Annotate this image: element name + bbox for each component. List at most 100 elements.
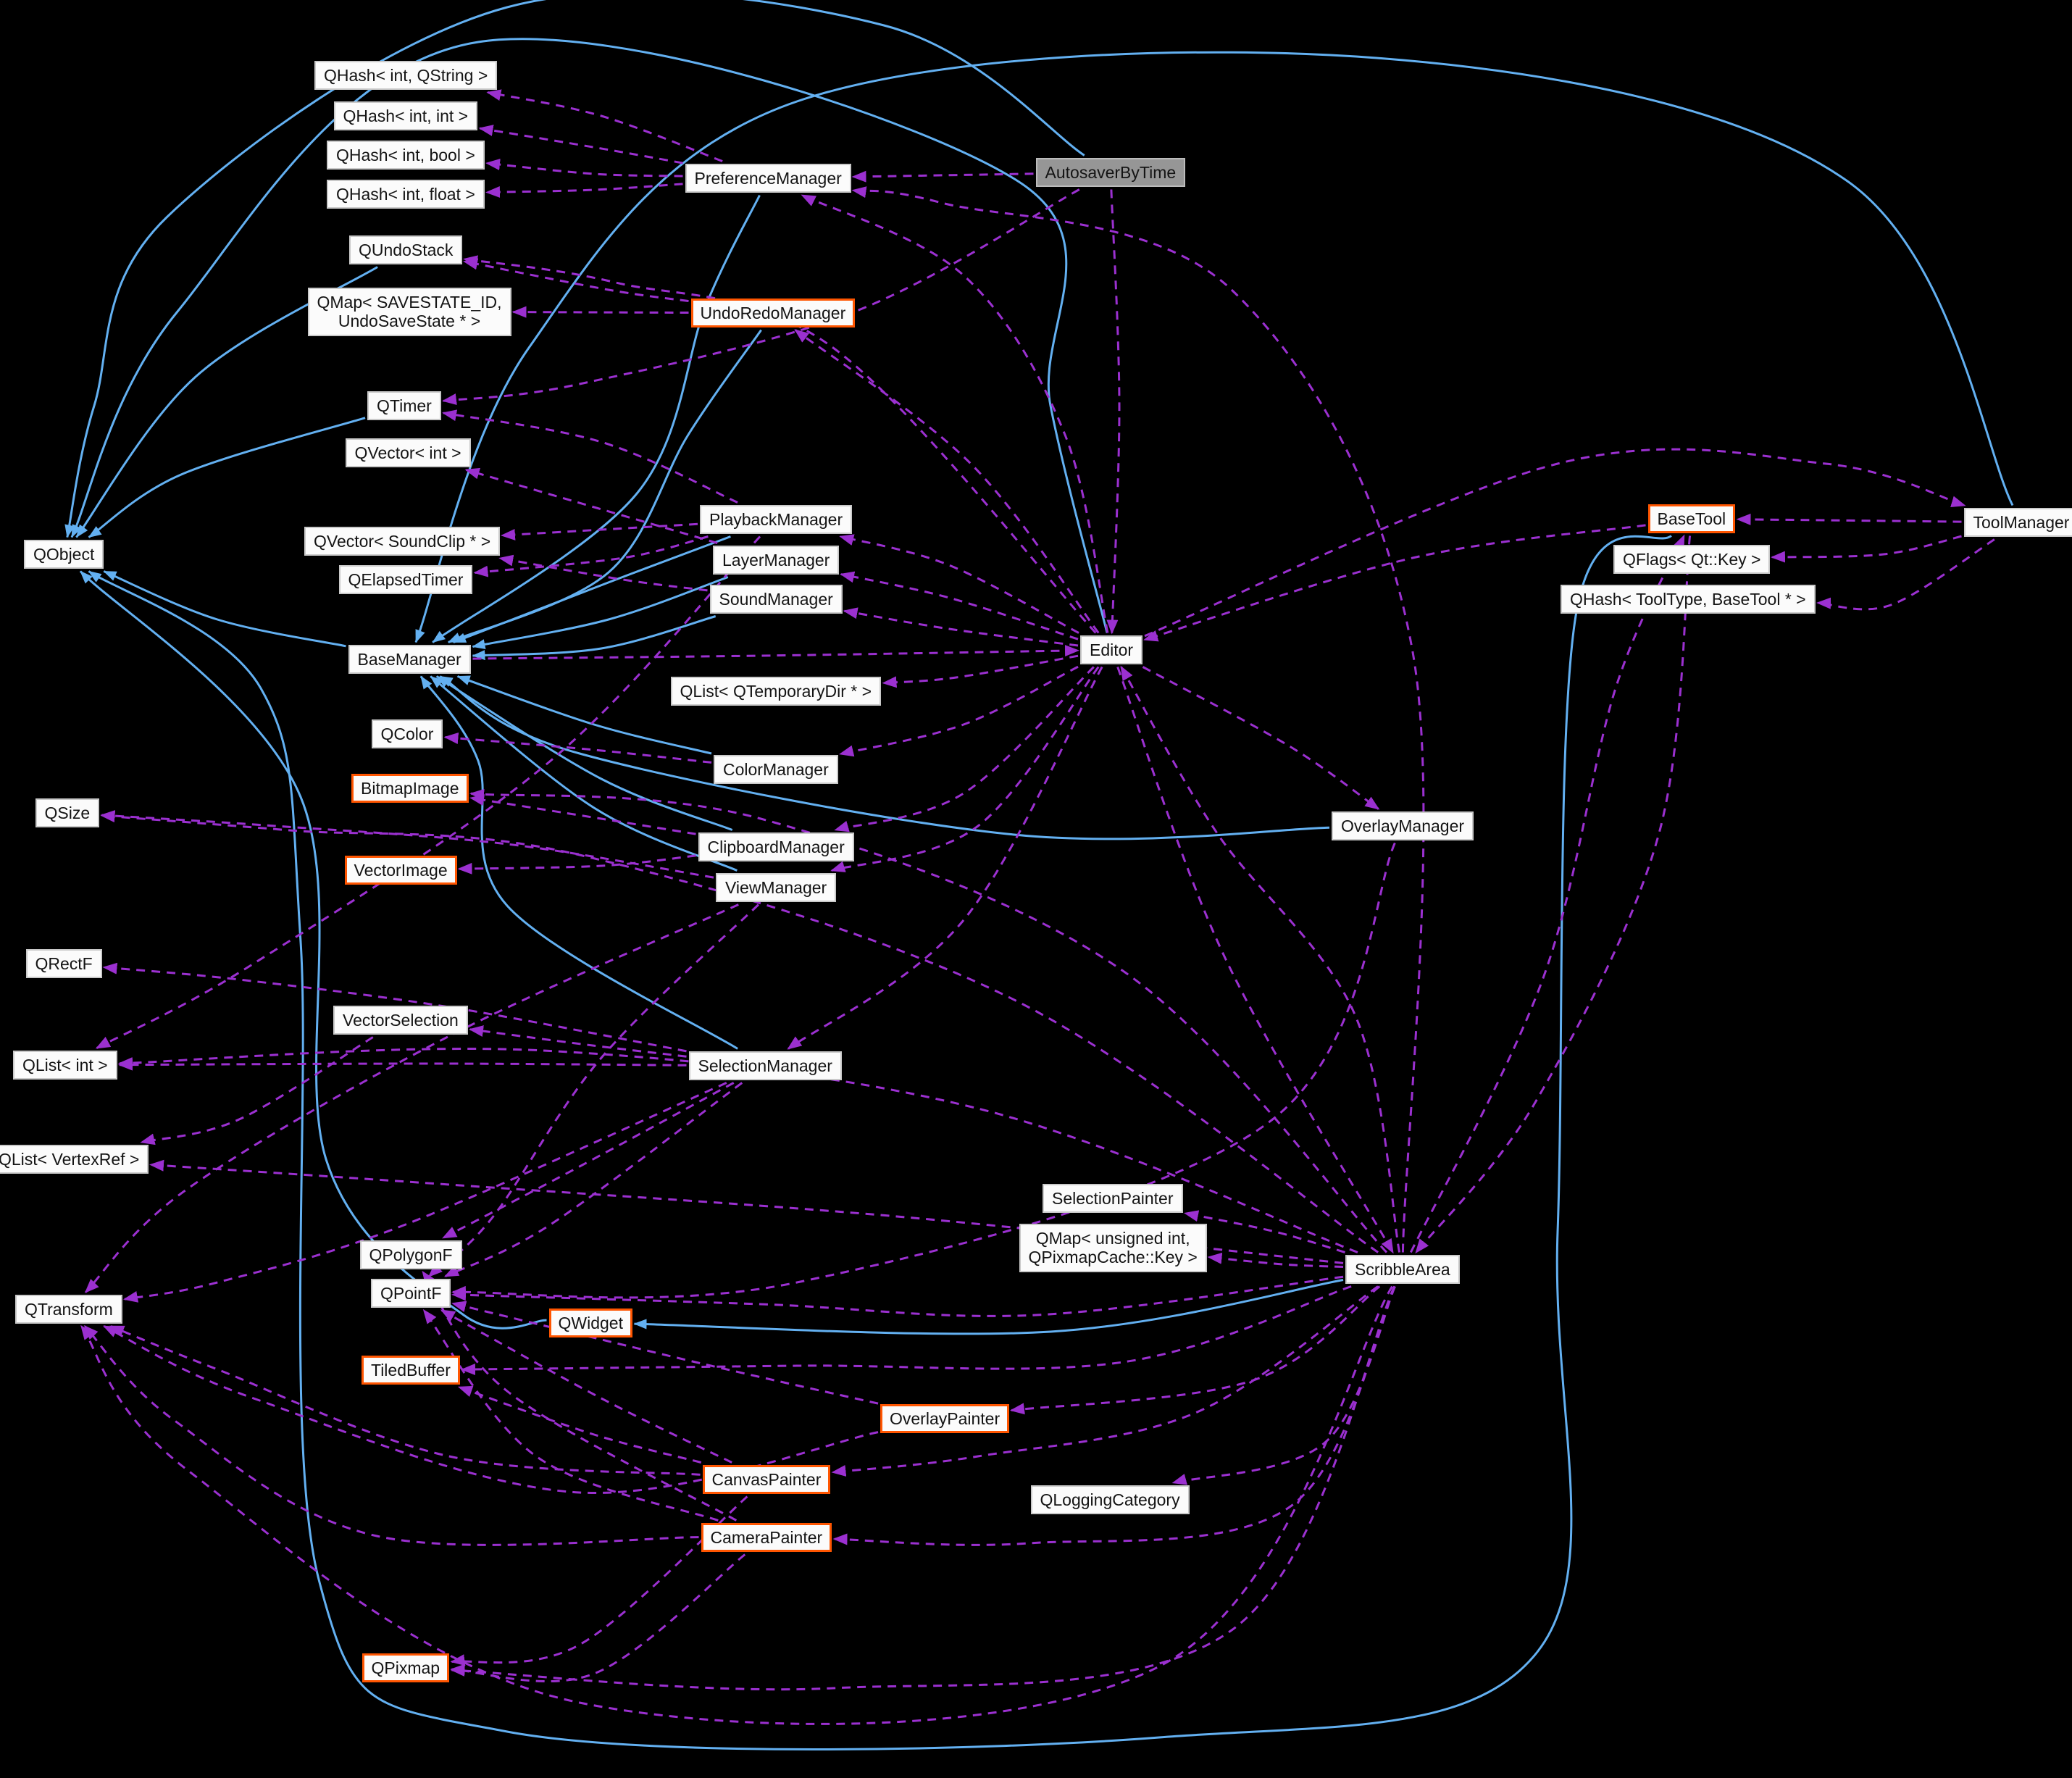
node-label: QHash< ToolType, BaseTool * >: [1570, 589, 1806, 609]
node-qmap_pixmapcache[interactable]: QMap< unsigned int,QPixmapCache::Key >: [1019, 1223, 1207, 1272]
node-label: Editor: [1090, 640, 1134, 659]
node-selectionmanager[interactable]: SelectionManager: [688, 1051, 842, 1081]
node-overlaymanager[interactable]: OverlayManager: [1332, 811, 1474, 841]
edge-editor-preferencemanager: [801, 194, 1109, 633]
node-label: QObject: [33, 544, 95, 564]
node-qobject[interactable]: QObject: [24, 539, 104, 569]
node-qsize[interactable]: QSize: [35, 798, 100, 828]
node-label: QWidget: [558, 1313, 623, 1332]
node-layermanager[interactable]: LayerManager: [713, 545, 840, 575]
node-qvector_int[interactable]: QVector< int >: [345, 438, 471, 468]
node-label: QPixmapCache::Key >: [1028, 1248, 1198, 1267]
node-autosaverbytime[interactable]: AutosaverByTime: [1035, 157, 1186, 188]
node-qundostack[interactable]: QUndoStack: [349, 235, 463, 265]
edge-scribblearea-preferencemanager: [851, 186, 1425, 1253]
node-qvector_soundclip[interactable]: QVector< SoundClip * >: [304, 526, 501, 556]
edge-undoredomanager-qundostack: [463, 258, 689, 303]
node-label: QUndoStack: [359, 240, 454, 259]
node-basetool[interactable]: BaseTool: [1647, 504, 1736, 534]
node-editor[interactable]: Editor: [1080, 635, 1143, 665]
node-qlist_vertexref[interactable]: QList< VertexRef >: [0, 1144, 149, 1174]
node-label: QHash< int, QString >: [324, 65, 488, 85]
node-qlist_qtemporarydir[interactable]: QList< QTemporaryDir * >: [670, 676, 882, 706]
node-qflags_qtkey[interactable]: QFlags< Qt::Key >: [1613, 544, 1771, 575]
edge-scribblearea-canvaspainter: [831, 1285, 1379, 1477]
node-playbackmanager[interactable]: PlaybackManager: [700, 504, 853, 535]
edge-canvaspainter-tiledbuffer: [457, 1385, 702, 1464]
node-vectorselection[interactable]: VectorSelection: [333, 1005, 468, 1035]
edge-qtimer-qobject: [88, 417, 366, 538]
node-qloggingcategory[interactable]: QLoggingCategory: [1030, 1485, 1190, 1515]
edge-qwidget-qobject: [79, 570, 547, 1330]
node-qwidget[interactable]: QWidget: [548, 1308, 632, 1338]
node-selectionpainter[interactable]: SelectionPainter: [1043, 1183, 1183, 1214]
node-label: ViewManager: [725, 877, 827, 897]
edge-editor-colormanager: [839, 665, 1079, 757]
edge-canvaspainter-qtransform: [109, 1325, 701, 1476]
node-qhash_float[interactable]: QHash< int, float >: [327, 179, 485, 209]
node-bitmapimage[interactable]: BitmapImage: [351, 773, 469, 804]
node-camerapainter[interactable]: CameraPainter: [701, 1522, 832, 1553]
node-canvaspainter[interactable]: CanvasPainter: [702, 1464, 831, 1495]
node-label: QHash< int, int >: [343, 106, 469, 125]
node-qmap_savestate[interactable]: QMap< SAVESTATE_ID,UndoSaveState * >: [307, 287, 511, 336]
edge-toolmanager-qflags_qtkey: [1771, 535, 1962, 563]
node-label: QLoggingCategory: [1040, 1490, 1180, 1509]
edge-overlaypainter-qpointf: [451, 1301, 879, 1405]
edge-playbackmanager-qlist_int: [95, 535, 761, 1049]
node-qelapsedtimer[interactable]: QElapsedTimer: [338, 564, 473, 595]
node-label: QRectF: [35, 953, 93, 973]
node-label: QHash< int, float >: [336, 184, 475, 204]
node-label: BaseManager: [357, 649, 461, 669]
edge-layermanager-basemanager: [472, 576, 729, 650]
node-qtransform[interactable]: QTransform: [15, 1294, 122, 1324]
node-qhash_qstring[interactable]: QHash< int, QString >: [314, 60, 498, 91]
node-qpolygonf[interactable]: QPolygonF: [359, 1240, 462, 1270]
node-clipboardmanager[interactable]: ClipboardManager: [698, 832, 854, 862]
edge-editor-soundmanager: [843, 607, 1079, 647]
node-viewmanager[interactable]: ViewManager: [716, 872, 837, 903]
node-soundmanager[interactable]: SoundManager: [709, 584, 843, 614]
edge-soundmanager-basemanager: [472, 615, 717, 661]
node-qhash_int[interactable]: QHash< int, int >: [333, 101, 478, 131]
node-basemanager[interactable]: BaseManager: [348, 644, 471, 675]
node-vectorimage[interactable]: VectorImage: [344, 855, 457, 885]
node-label: SelectionPainter: [1052, 1188, 1174, 1208]
edge-overlaymanager-basemanager: [439, 675, 1330, 840]
edge-viewmanager-qtransform: [84, 903, 739, 1293]
edge-autosaverbytime-qobject: [64, 0, 1085, 538]
edge-clipboardmanager-bitmapimage: [469, 794, 696, 835]
edge-basetool-scribblearea: [1415, 535, 1692, 1254]
edge-scribblearea-bitmapimage: [469, 788, 1388, 1253]
node-qcolor[interactable]: QColor: [371, 719, 443, 749]
edge-selectionmanager-qpolygonf: [442, 1082, 735, 1239]
edge-preferencemanager-qhash_qstring: [486, 89, 723, 162]
node-qrectf[interactable]: QRectF: [25, 948, 102, 979]
node-preferencemanager[interactable]: PreferenceManager: [685, 163, 851, 193]
node-overlaypainter[interactable]: OverlayPainter: [880, 1403, 1010, 1434]
node-label: BitmapImage: [361, 778, 459, 798]
node-toolmanager[interactable]: ToolManager: [1963, 507, 2072, 538]
node-colormanager[interactable]: ColorManager: [714, 754, 838, 785]
node-qpointf[interactable]: QPointF: [371, 1278, 451, 1309]
node-label: ScribbleArea: [1355, 1259, 1450, 1279]
edge-clipboardmanager-basemanager: [435, 675, 733, 831]
node-label: ClipboardManager: [707, 837, 845, 856]
node-tiledbuffer[interactable]: TiledBuffer: [362, 1355, 460, 1385]
edge-scribblearea-selectionpainter: [1184, 1210, 1345, 1253]
node-label: QElapsedTimer: [348, 569, 464, 589]
node-qlist_int[interactable]: QList< int >: [13, 1050, 117, 1080]
node-qhash_tooltype[interactable]: QHash< ToolType, BaseTool * >: [1561, 584, 1816, 614]
edge-playbackmanager-basemanager: [452, 535, 731, 643]
edge-soundmanager-qvector_soundclip: [498, 554, 708, 592]
node-scribblearea[interactable]: ScribbleArea: [1345, 1254, 1460, 1285]
edge-viewmanager-qpointf: [427, 903, 759, 1277]
node-qtimer[interactable]: QTimer: [367, 391, 441, 421]
node-label: QList< int >: [22, 1055, 108, 1074]
node-undoredomanager[interactable]: UndoRedoManager: [690, 298, 856, 328]
node-label: SoundManager: [719, 589, 833, 609]
edge-editor-undoredomanager: [794, 329, 1100, 634]
node-qhash_bool[interactable]: QHash< int, bool >: [327, 140, 485, 170]
node-qpixmap[interactable]: QPixmap: [362, 1653, 450, 1683]
